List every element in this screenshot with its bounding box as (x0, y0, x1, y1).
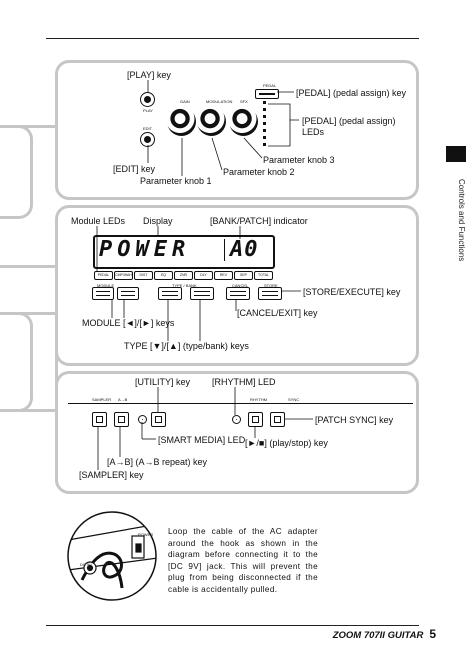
top-rule (46, 38, 419, 39)
utility-key[interactable] (151, 412, 166, 427)
silk-sfx: SFX (240, 99, 248, 104)
label-pedal-leds: [PEDAL] (pedal assign) LEDs (302, 116, 396, 137)
label-display: Display (143, 216, 173, 226)
type-down-key[interactable] (158, 287, 182, 300)
module-led-button: EQ (154, 271, 173, 280)
lcd-bank-patch: A0 (230, 237, 259, 262)
cancel-exit-key[interactable] (226, 287, 250, 300)
pedal-led (263, 136, 266, 139)
label-ab-repeat: [A→B] (A→B repeat) key (107, 457, 208, 467)
section-tab-marker (446, 146, 466, 162)
module-led-button: SEP (234, 271, 253, 280)
section-tab-label: Controls and Functions (457, 178, 466, 262)
silk-cancel: CANCEL (232, 283, 249, 288)
silk-sync: SYNC (288, 397, 300, 402)
silk-modulation: MODULATION (206, 99, 233, 104)
module-led-button: PEDAL (94, 271, 113, 280)
module-led-button: REV (214, 271, 233, 280)
patch-sync-key[interactable] (270, 412, 285, 427)
label-play-key: [PLAY] key (127, 70, 171, 80)
label-knob3: Parameter knob 3 (263, 155, 335, 165)
module-led-button: CMP/WAH (114, 271, 133, 280)
label-rhythm: [RHYTHM] LED (212, 377, 276, 387)
silk-type-bank: TYPE / BANK (172, 283, 197, 288)
module-led-button: DIST (134, 271, 153, 280)
bottom-rule (46, 625, 419, 626)
label-cancel-exit: [CANCEL/EXIT] key (237, 308, 318, 318)
smart-media-led (138, 415, 147, 424)
label-pedal-key: [PEDAL] (pedal assign) key (296, 88, 407, 98)
illustration-power-label: POWER (138, 532, 154, 537)
pedal-led (263, 101, 266, 104)
ab-repeat-key[interactable] (114, 412, 129, 427)
module-led-button: DLY (194, 271, 213, 280)
connector-bracket (0, 312, 33, 412)
connector-bracket (0, 125, 33, 219)
module-led-button: ZNR (174, 271, 193, 280)
pedal-led (263, 129, 266, 132)
silk-pedal: PEDAL (263, 83, 277, 88)
silk-gain: GAIN (180, 99, 190, 104)
label-play-stop: [►/■] (play/stop) key (245, 438, 328, 448)
panel-display-controls (55, 205, 419, 366)
label-sampler: [SAMPLER] key (79, 470, 144, 480)
module-right-key[interactable] (117, 287, 139, 300)
silk-rhythm: RHYTHM (250, 397, 268, 402)
silk-store: STORE (264, 283, 278, 288)
panel3-top-edge (68, 403, 413, 404)
edit-key[interactable] (140, 132, 155, 147)
parameter-knob-2[interactable] (197, 107, 226, 136)
pedal-led (263, 122, 266, 125)
play-stop-key[interactable] (248, 412, 263, 427)
connector-bracket (0, 312, 58, 412)
label-smart-media: [SMART MEDIA] LED (158, 435, 246, 445)
label-utility: [UTILITY] key (135, 377, 191, 387)
sampler-key[interactable] (92, 412, 107, 427)
module-left-key[interactable] (92, 287, 114, 300)
pedal-led (263, 143, 266, 146)
parameter-knob-3[interactable] (229, 107, 258, 136)
connector-line (0, 125, 55, 213)
silk-ab: A→B (118, 397, 128, 402)
illustration-dc-label: DC 9V (80, 562, 92, 567)
play-key[interactable] (140, 92, 155, 107)
label-edit-key: [EDIT] key (113, 164, 156, 174)
label-store-execute: [STORE/EXECUTE] key (303, 287, 401, 297)
silk-play: PLAY (143, 108, 153, 113)
label-type-keys: TYPE [▼]/[▲] (type/bank) keys (124, 341, 249, 351)
ac-adapter-note: Loop the cable of the AC adapter around … (168, 527, 318, 594)
label-knob2: Parameter knob 2 (223, 167, 295, 177)
label-bank-patch: [BANK/PATCH] indicator (210, 216, 308, 226)
type-up-key[interactable] (190, 287, 214, 300)
panel-sampler-controls (55, 371, 419, 494)
label-patch-sync: [PATCH SYNC] key (315, 415, 394, 425)
lcd-main-text: POWER (99, 237, 191, 262)
store-execute-key[interactable] (258, 287, 282, 300)
ac-adapter-illustration (67, 511, 157, 601)
footer-title: ZOOM 707II GUITAR (332, 630, 424, 641)
silk-module: MODULE (97, 283, 115, 288)
pedal-led (263, 115, 266, 118)
page-footer: ZOOM 707II GUITAR 5 (333, 627, 436, 641)
pedal-assign-key[interactable] (255, 89, 279, 99)
lcd-divider (224, 239, 225, 261)
lcd-display (93, 235, 275, 269)
connector-line (0, 265, 55, 268)
rhythm-led (232, 415, 241, 424)
module-led-button: TOTAL (254, 271, 273, 280)
silk-edit: EDIT (143, 126, 153, 131)
page-number: 5 (429, 627, 436, 641)
silk-sampler: SAMPLER (92, 397, 112, 402)
parameter-knob-1[interactable] (167, 107, 196, 136)
pedal-led (263, 108, 266, 111)
label-module-keys: MODULE [◄]/[►] keys (82, 318, 175, 328)
label-module-leds: Module LEDs (71, 216, 126, 226)
label-knob1: Parameter knob 1 (140, 176, 212, 186)
